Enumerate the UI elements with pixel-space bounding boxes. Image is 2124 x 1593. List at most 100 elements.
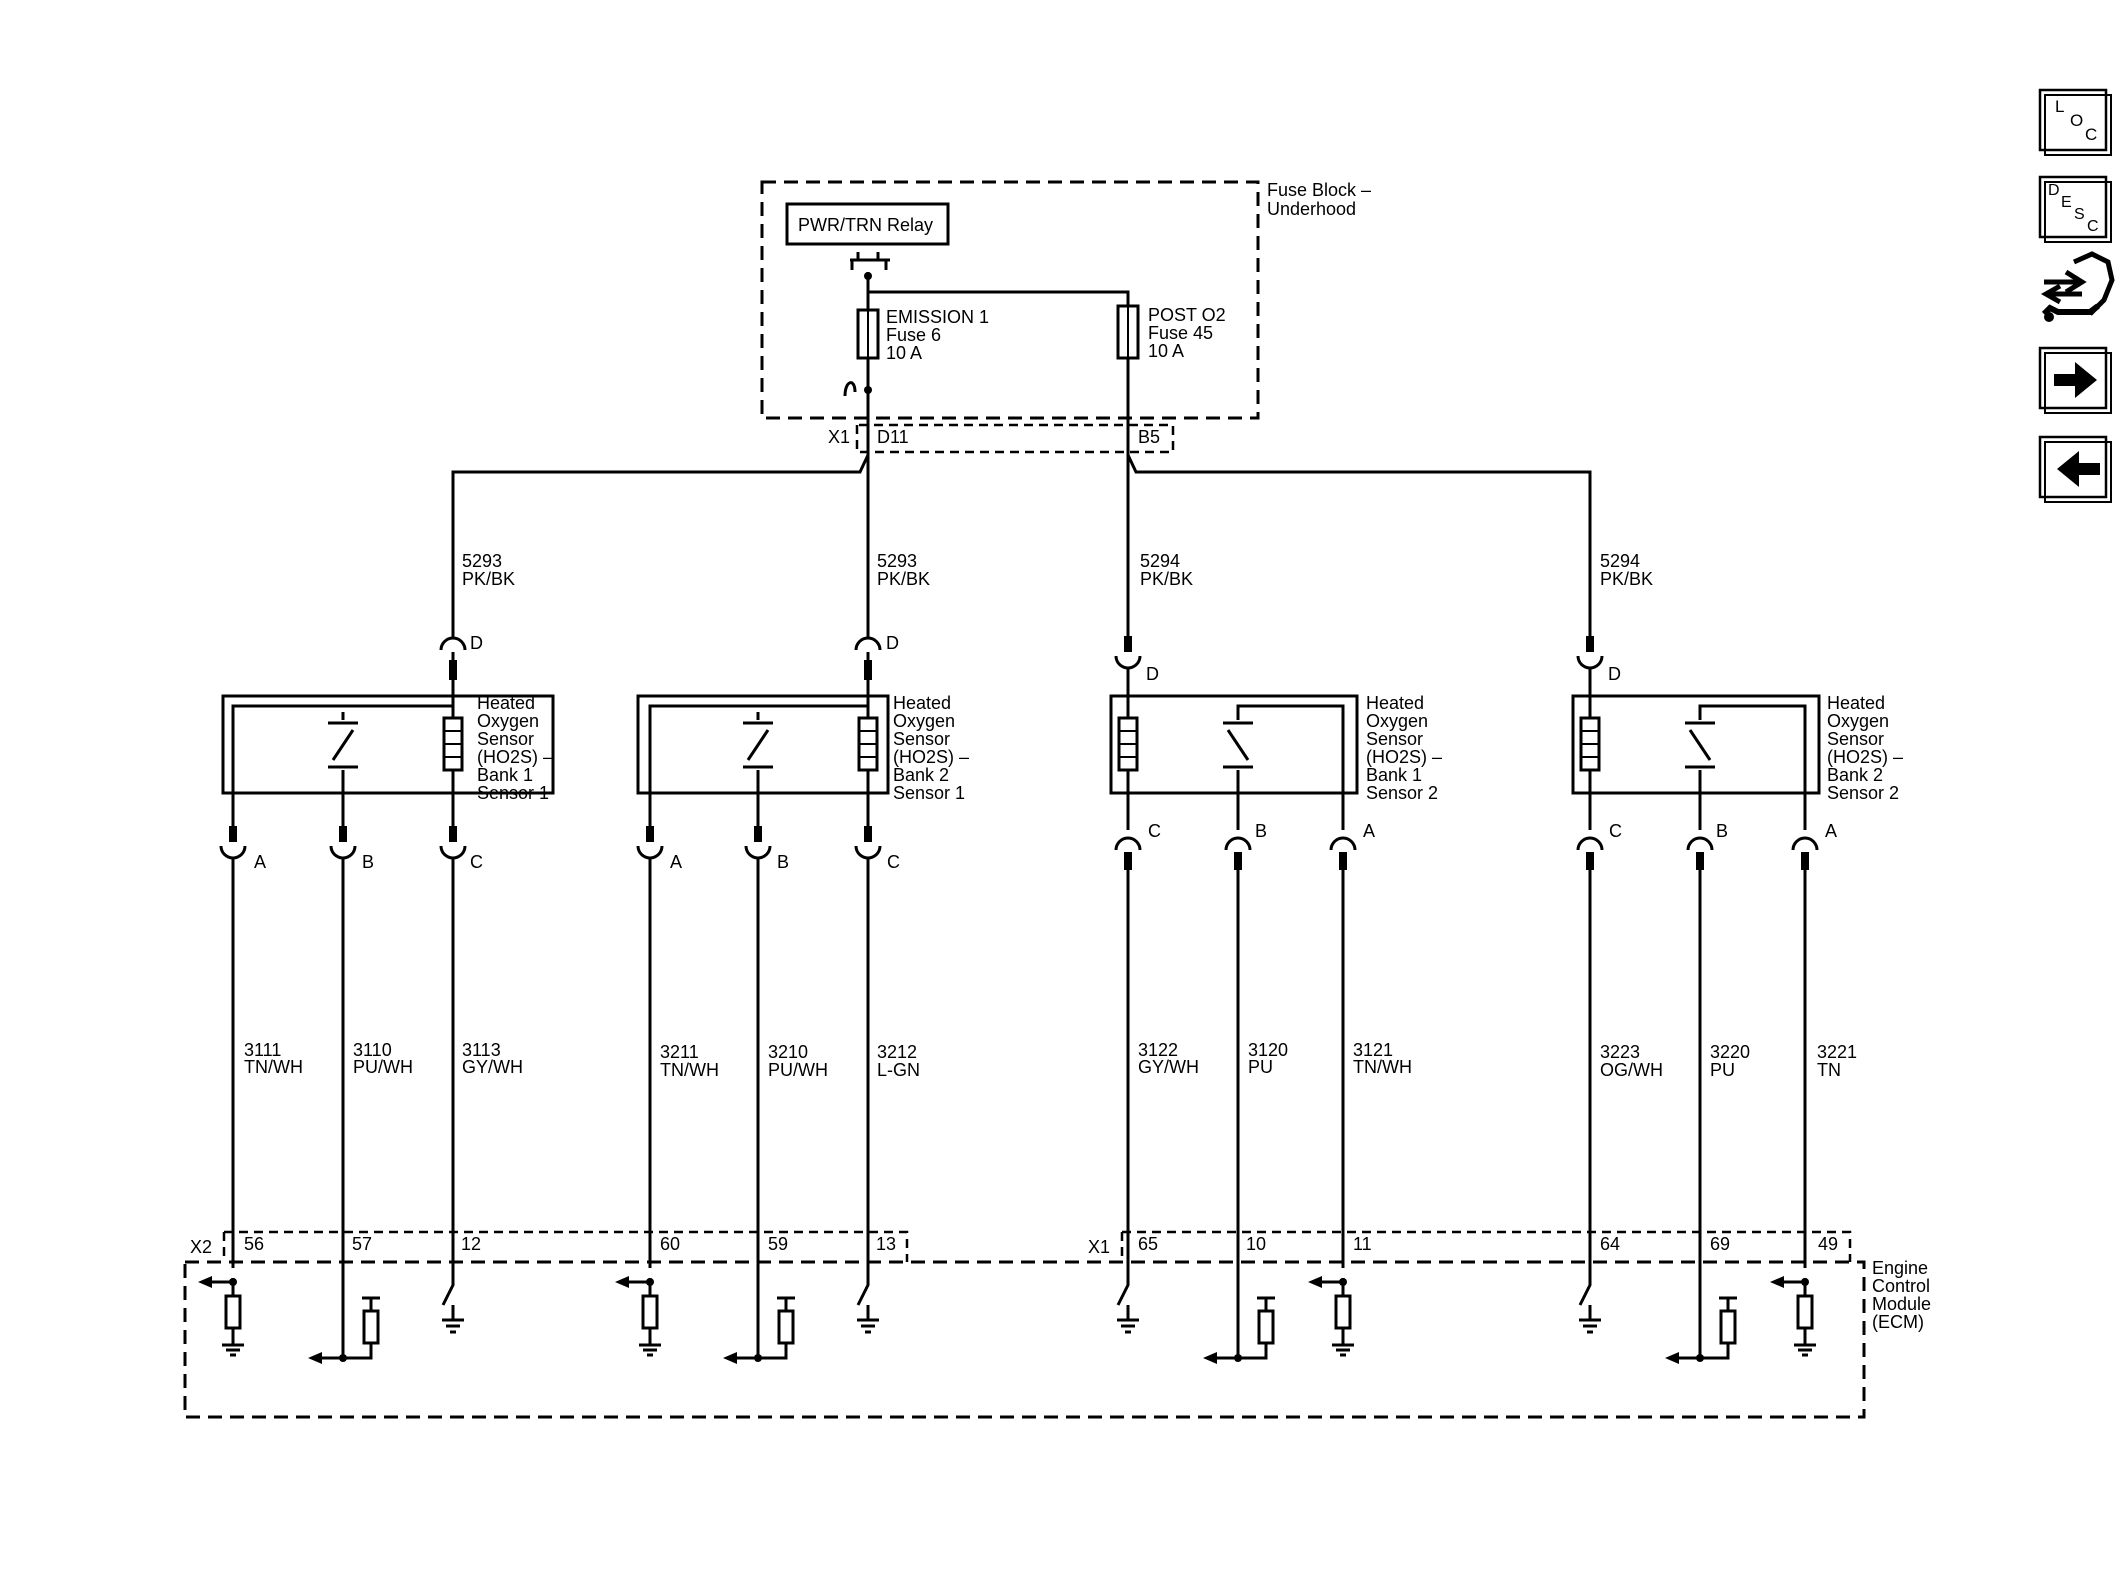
- connector-list-button[interactable]: [2040, 251, 2115, 322]
- s4-title-1: Heated: [1827, 693, 1885, 713]
- s4-ecm-pin-2: 69: [1710, 1234, 1730, 1254]
- s4-w1-color: OG/WH: [1600, 1060, 1663, 1080]
- ecm-title-3: Module: [1872, 1294, 1931, 1314]
- relay-label: PWR/TRN Relay: [798, 215, 933, 235]
- s1-pin-2: B: [362, 852, 374, 872]
- s4-title-5: Bank 2: [1827, 765, 1883, 785]
- s3-feed-pin: D: [1146, 664, 1159, 684]
- ecm-connector-x2: X2: [190, 1237, 212, 1257]
- s2-w3-color: L-GN: [877, 1060, 920, 1080]
- s2-w1-color: TN/WH: [660, 1060, 719, 1080]
- s2-feed-pin: D: [886, 633, 899, 653]
- s3-ecm-pin-3: 11: [1353, 1234, 1372, 1254]
- s1-ecm-pin-2: 57: [352, 1234, 372, 1254]
- fuse-left-name: EMISSION 1: [886, 307, 989, 327]
- s3-title-6: Sensor 2: [1366, 783, 1438, 803]
- s2-ecm-pin-3: 13: [876, 1234, 896, 1254]
- s3-pin-2: B: [1255, 821, 1267, 841]
- s4-w2-circuit: 3220: [1710, 1042, 1750, 1062]
- s4-feed-pin: D: [1608, 664, 1621, 684]
- s1-w1-circuit: 3111: [244, 1040, 281, 1060]
- desc-letter-1: D: [2048, 182, 2060, 199]
- next-button[interactable]: [2038, 346, 2112, 414]
- s4-w2-color: PU: [1710, 1060, 1735, 1080]
- s3-ecm-pin-2: 10: [1246, 1234, 1266, 1254]
- s1-feed-pin: D: [470, 633, 483, 653]
- s2-title-2: Oxygen: [893, 711, 955, 731]
- s2-pin-1: A: [670, 852, 682, 872]
- s2-title-5: Bank 2: [893, 765, 949, 785]
- s2-ecm-pin-1: 60: [660, 1234, 680, 1254]
- s2-w1-circuit: 3211: [660, 1042, 699, 1062]
- loc-button[interactable]: L O C: [2038, 88, 2112, 156]
- fuse-right-name: POST O2: [1148, 305, 1226, 325]
- s2-w2-circuit: 3210: [768, 1042, 808, 1062]
- s1-title-4: (HO2S) –: [477, 747, 553, 767]
- ho2s-bank1-sensor1: D Heated Oxygen Sensor (HO2S) – Bank 1 S…: [219, 633, 555, 1268]
- fuse-left-number: Fuse 6: [886, 325, 941, 345]
- loc-letter-3: C: [2085, 125, 2097, 144]
- s3-w3-circuit: 3121: [1353, 1040, 1393, 1060]
- s1-pin-1: A: [254, 852, 266, 872]
- s1-title-5: Bank 1: [477, 765, 533, 785]
- s4-ecm-pin-1: 64: [1600, 1234, 1620, 1254]
- desc-letter-4: C: [2087, 218, 2099, 235]
- s2-title-6: Sensor 1: [893, 783, 965, 803]
- s3-pin-1: C: [1148, 821, 1161, 841]
- loc-letter-1: L: [2055, 97, 2064, 116]
- s4-title-2: Oxygen: [1827, 711, 1889, 731]
- fuse-block-pin-d11: D11: [877, 427, 909, 447]
- pwr-trn-relay-box: [785, 202, 950, 246]
- previous-button[interactable]: [2038, 435, 2112, 503]
- ecm-circuit-59: [723, 1268, 795, 1364]
- loc-letter-2: O: [2070, 111, 2083, 130]
- ecm-circuit-65: [1116, 1268, 1139, 1334]
- s4-pin-1: C: [1609, 821, 1622, 841]
- ecm-circuit-11: [1308, 1276, 1354, 1357]
- s2-title-1: Heated: [893, 693, 951, 713]
- s3-w2-color: PU: [1248, 1057, 1273, 1077]
- s4-body: [1571, 694, 1821, 795]
- desc-letter-3: S: [2074, 206, 2085, 223]
- ecm-title-4: (ECM): [1872, 1312, 1924, 1332]
- s1-pin-3: C: [470, 852, 483, 872]
- fuse-right-rating: 10 A: [1148, 341, 1184, 361]
- fuse-left-rating: 10 A: [886, 343, 922, 363]
- ecm-circuit-12: [441, 1268, 464, 1334]
- fuse-block-pin-b5: B5: [1138, 427, 1160, 447]
- s4-title-3: Sensor: [1827, 729, 1884, 749]
- feed-wire-2-color: PK/BK: [877, 569, 930, 589]
- s1-title-6: Sensor 1: [477, 783, 549, 803]
- s1-w2-color: PU/WH: [353, 1057, 413, 1077]
- feed-wiring: 5293 PK/BK 5293 PK/BK 5294 PK/BK 5294 PK…: [451, 454, 1653, 638]
- s1-title-3: Sensor: [477, 729, 534, 749]
- ecm-title-1: Engine: [1872, 1258, 1928, 1278]
- s4-w3-circuit: 3221: [1817, 1042, 1857, 1062]
- s1-w3-circuit: 3113: [462, 1040, 501, 1060]
- s4-pin-2: B: [1716, 821, 1728, 841]
- ecm-circuit-69: [1665, 1268, 1737, 1364]
- feed-wire-1-circuit: 5293: [462, 551, 502, 571]
- s4-w3-color: TN: [1817, 1060, 1841, 1080]
- s4-pin-3: A: [1825, 821, 1837, 841]
- feed-wire-4-circuit: 5294: [1600, 551, 1640, 571]
- ecm-circuit-56: [198, 1276, 244, 1357]
- engine-control-module: X2 X1 Engine Control Module (ECM): [183, 1230, 1931, 1419]
- s3-w1-color: GY/WH: [1138, 1057, 1199, 1077]
- ho2s-bank2-sensor2: D Heated Oxygen Sensor (HO2S) – Bank 2 S…: [1571, 636, 1903, 1268]
- s1-ecm-pin-1: 56: [244, 1234, 264, 1254]
- s1-w3-color: GY/WH: [462, 1057, 523, 1077]
- desc-button[interactable]: D E S C: [2038, 175, 2112, 243]
- ecm-circuit-49: [1770, 1276, 1816, 1357]
- s1-body: [221, 694, 555, 795]
- s4-title-6: Sensor 2: [1827, 783, 1899, 803]
- s4-w1-circuit: 3223: [1600, 1042, 1640, 1062]
- ho2s-bank1-sensor2: D Heated Oxygen Sensor (HO2S) – Bank 1 S…: [1109, 636, 1442, 1268]
- feed-wire-3-color: PK/BK: [1140, 569, 1193, 589]
- s3-w2-circuit: 3120: [1248, 1040, 1288, 1060]
- connector-list-icon: [2040, 251, 2115, 322]
- fuse-block-underhood: Fuse Block – Underhood PWR/TRN Relay EMI…: [760, 180, 1371, 470]
- s3-w1-circuit: 3122: [1138, 1040, 1178, 1060]
- s3-body: [1109, 694, 1359, 795]
